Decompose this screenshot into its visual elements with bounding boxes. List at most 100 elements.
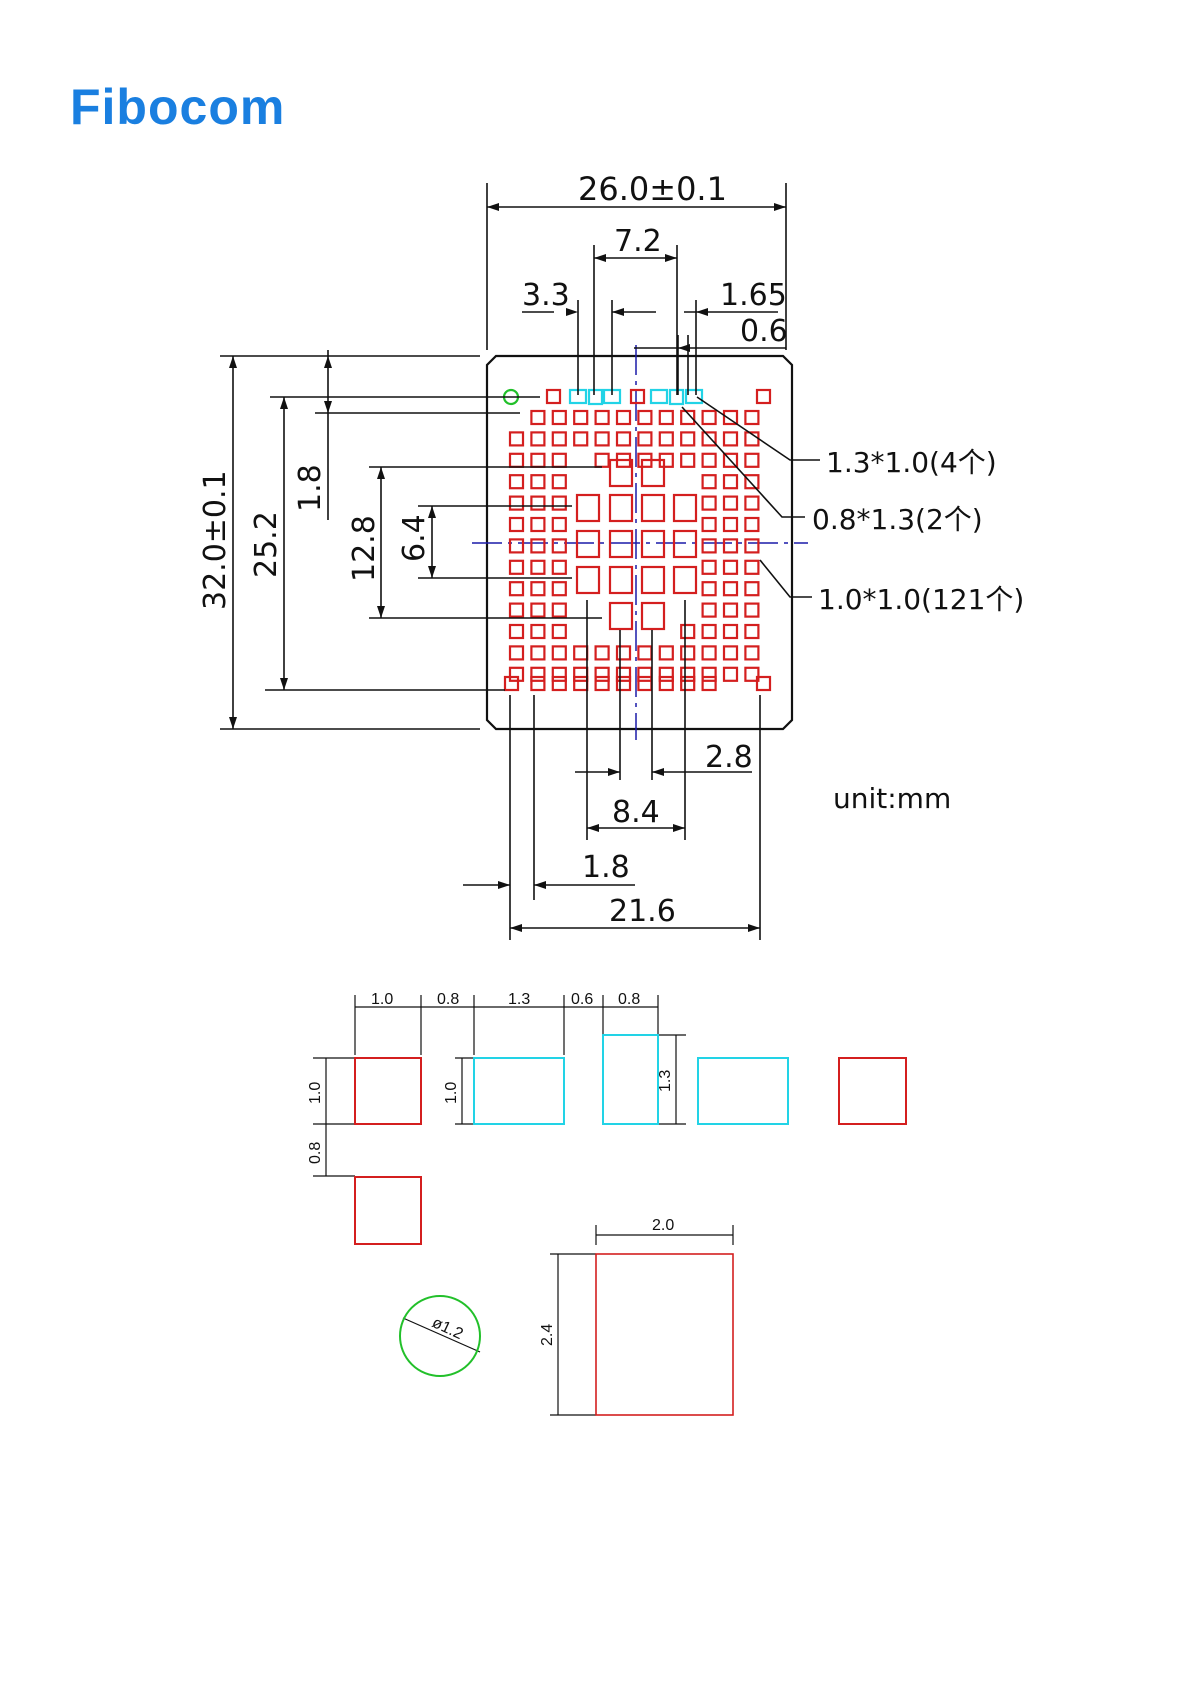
pad — [510, 561, 523, 574]
pad — [703, 625, 716, 638]
dim-6-4: 6.4 — [397, 514, 432, 562]
pad — [553, 582, 566, 595]
pad — [724, 539, 737, 552]
dim-25-2: 25.2 — [249, 511, 284, 578]
pad — [724, 668, 737, 681]
pad — [703, 677, 716, 690]
dim-height: 32.0±0.1 — [198, 470, 233, 610]
pad — [510, 646, 523, 659]
detail-pad-0-8x1-3 — [603, 1035, 658, 1124]
pad — [596, 677, 609, 690]
pad — [547, 390, 560, 403]
pad — [681, 677, 694, 690]
large-pad — [674, 567, 696, 593]
pad — [724, 432, 737, 445]
pad — [553, 518, 566, 531]
pad — [638, 646, 651, 659]
pad — [703, 432, 716, 445]
pad — [681, 454, 694, 467]
pad — [553, 604, 566, 617]
pad — [553, 475, 566, 488]
large-pad — [610, 603, 632, 629]
fibocom-logo: Fibocom — [70, 79, 285, 135]
large-pad — [610, 460, 632, 486]
pad — [703, 604, 716, 617]
pad — [745, 454, 758, 467]
pad — [638, 411, 651, 424]
pad — [703, 539, 716, 552]
detail-dim-pad-h: 1.0 — [307, 1082, 324, 1104]
pad — [617, 432, 630, 445]
pad — [681, 432, 694, 445]
detail-pad-1-3x1-0-a — [474, 1058, 564, 1124]
large-pad — [610, 531, 632, 557]
pad — [745, 539, 758, 552]
pad — [660, 646, 673, 659]
pad — [531, 561, 544, 574]
dim-1-8-left: 1.8 — [293, 464, 328, 512]
pad — [531, 582, 544, 595]
pad — [510, 432, 523, 445]
pad — [745, 604, 758, 617]
pad — [531, 518, 544, 531]
large-pad — [642, 603, 664, 629]
large-pad — [674, 531, 696, 557]
detail-pad-1x1-c — [355, 1177, 421, 1244]
detail-dim-4: 0.6 — [571, 991, 593, 1008]
pad — [553, 497, 566, 510]
pad — [638, 668, 651, 681]
pad — [681, 646, 694, 659]
dim-8-4: 8.4 — [612, 795, 660, 830]
pad — [681, 625, 694, 638]
pad — [745, 582, 758, 595]
pad — [631, 390, 644, 403]
detail-dim-tall-h: 1.3 — [657, 1070, 674, 1092]
callout-1-3x1-0: 1.3*1.0(4个) — [826, 446, 997, 479]
large-pad — [577, 531, 599, 557]
dimension-labels: 26.0±0.1 7.2 3.3 1.65 0.6 32.0±0.1 25.2 … — [198, 170, 1024, 929]
detail-pad-large — [596, 1254, 733, 1415]
pad — [510, 518, 523, 531]
pad — [703, 646, 716, 659]
pad — [553, 561, 566, 574]
pad — [757, 390, 770, 403]
callout-1-0x1-0: 1.0*1.0(121个) — [818, 583, 1024, 616]
pad — [531, 411, 544, 424]
pad — [531, 668, 544, 681]
detail-dim-1: 1.0 — [371, 991, 393, 1008]
detail-section: 1.0 0.8 1.3 0.6 0.8 1.0 0.8 1.0 1.3 2.0 … — [307, 991, 906, 1415]
pad — [510, 454, 523, 467]
detail-dim-2: 0.8 — [437, 991, 459, 1008]
pad — [703, 668, 716, 681]
detail-dim-cyan-h: 1.0 — [443, 1082, 460, 1104]
pad — [638, 677, 651, 690]
unit-label: unit:mm — [833, 782, 951, 815]
large-pad — [577, 567, 599, 593]
pad — [596, 668, 609, 681]
pad — [505, 677, 518, 690]
pad — [574, 677, 587, 690]
pad — [703, 582, 716, 595]
pad — [510, 625, 523, 638]
pad — [703, 475, 716, 488]
pad — [703, 454, 716, 467]
pad — [574, 411, 587, 424]
detail-pad-1x1-b — [839, 1058, 906, 1124]
pad — [724, 646, 737, 659]
pad — [617, 677, 630, 690]
callout-0-8x1-3: 0.8*1.3(2个) — [812, 503, 983, 536]
pad — [553, 454, 566, 467]
pad — [596, 646, 609, 659]
dim-2-8: 2.8 — [705, 740, 753, 775]
detail-pad-1-3x1-0-b — [698, 1058, 788, 1124]
pad — [745, 561, 758, 574]
pad — [703, 561, 716, 574]
pad-array — [504, 390, 770, 690]
pad — [553, 668, 566, 681]
pad — [745, 497, 758, 510]
detail-dim-3: 1.3 — [508, 991, 530, 1008]
pad — [574, 668, 587, 681]
pad — [553, 625, 566, 638]
pad — [510, 604, 523, 617]
detail-dim-large-w: 2.0 — [652, 1217, 674, 1234]
